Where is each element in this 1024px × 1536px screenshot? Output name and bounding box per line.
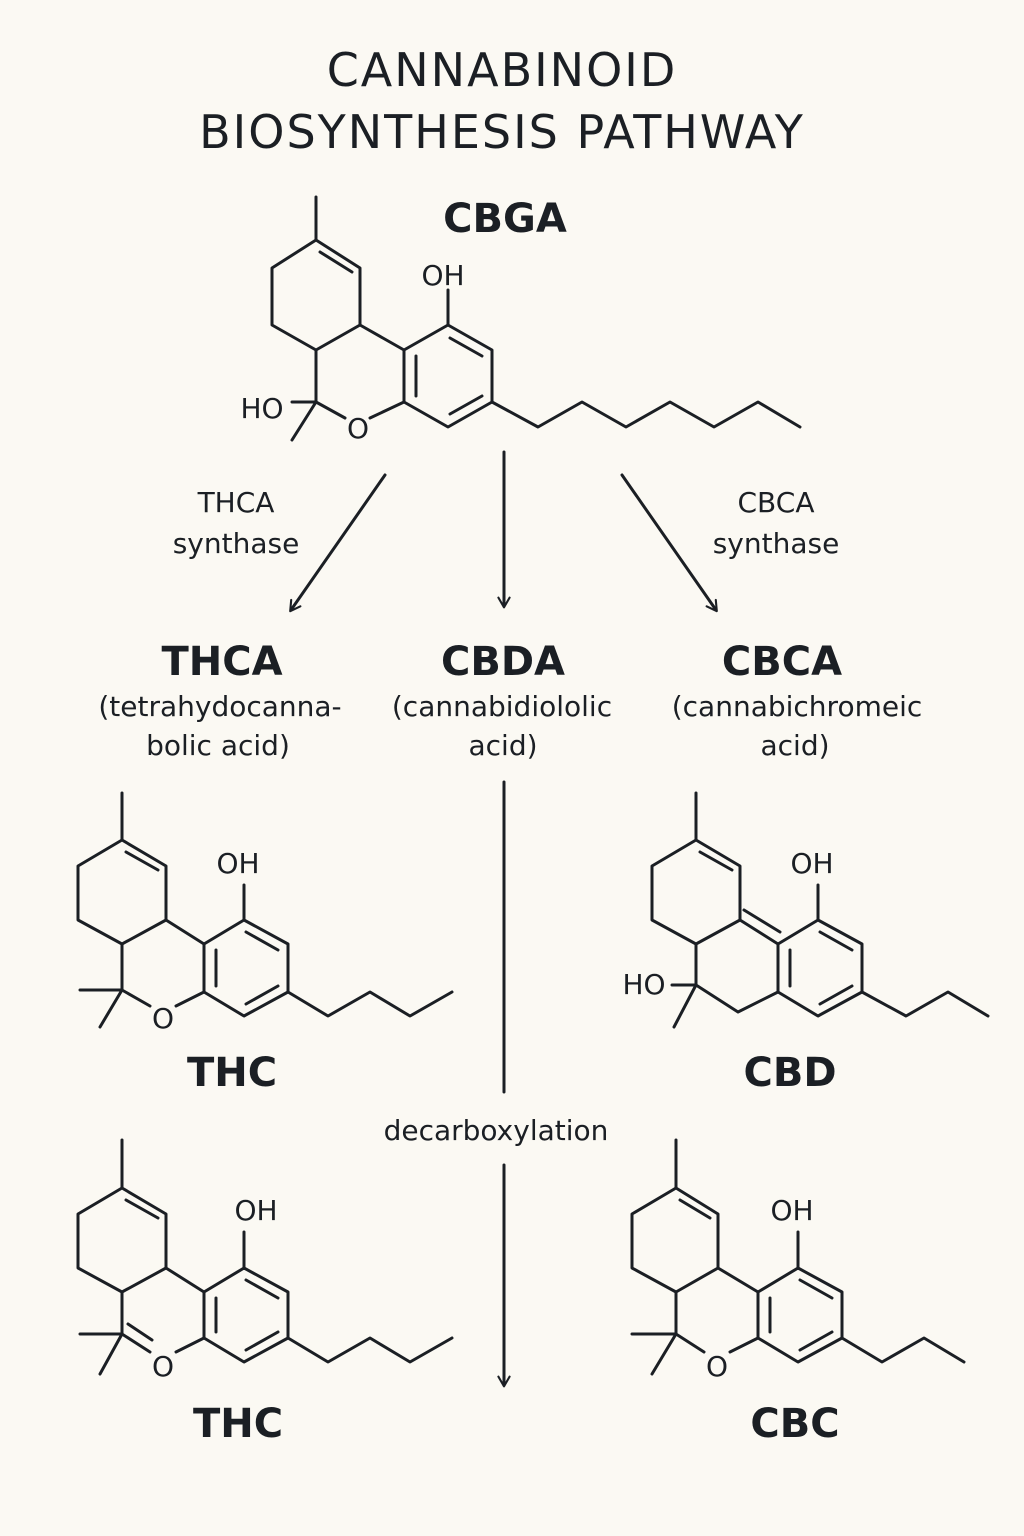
cbca-label: CBCA <box>722 639 842 685</box>
cbga-o-label: O <box>347 412 369 445</box>
cbd-oh-label: OH <box>790 847 833 880</box>
cbca-synthase-label-line1: CBCA <box>738 486 815 519</box>
cbda-label: CBDA <box>441 639 565 685</box>
cbga-oh-label: OH <box>421 259 464 292</box>
diagram-title-line1: CANNABINOID <box>327 43 678 97</box>
arrow-to-cbca <box>620 473 718 613</box>
thc-bottom-o-label: O <box>152 1350 174 1383</box>
thc-mid-label: THC <box>187 1050 277 1096</box>
thca-fullname-line2: bolic acid) <box>146 729 290 762</box>
thca-synthase-label-line2: synthase <box>173 527 300 560</box>
thc-mid-oh-label: OH <box>216 847 259 880</box>
thca-synthase-label-line1: THCA <box>197 486 275 519</box>
decarboxylation-label: decarboxylation <box>384 1114 609 1147</box>
cbc-label: CBC <box>750 1401 839 1447</box>
cbc-structure: OH O CBC <box>630 1138 966 1447</box>
cbc-o-label: O <box>706 1350 728 1383</box>
cbda-fullname-line1: (cannabidiololic <box>392 690 612 723</box>
thca-fullname-line1: (tetrahydocanna- <box>98 690 341 723</box>
thc-structure-middle: OH O THC <box>76 791 454 1096</box>
cbd-structure: OH HO CBD <box>622 791 990 1096</box>
cbca-synthase-label-line2: synthase <box>713 527 840 560</box>
arrow-to-thca <box>289 473 387 613</box>
cbga-structure: CBGA OH O HO <box>240 195 802 445</box>
cbga-ho-label: HO <box>240 392 283 425</box>
thc-mid-o-label: O <box>152 1002 174 1035</box>
cbda-fullname-line2: acid) <box>468 729 537 762</box>
cbd-label: CBD <box>743 1050 836 1096</box>
thca-label: THCA <box>161 639 282 685</box>
thc-bottom-oh-label: OH <box>234 1194 277 1227</box>
thc-bottom-label: THC <box>193 1401 283 1447</box>
cbd-ho-label: HO <box>622 968 665 1001</box>
diagram-title-line2: BIOSYNTHESIS PATHWAY <box>199 105 805 159</box>
cbga-label: CBGA <box>443 196 567 242</box>
cbc-oh-label: OH <box>770 1194 813 1227</box>
thc-structure-bottom: OH O THC <box>76 1138 454 1447</box>
cbca-fullname-line2: acid) <box>760 729 829 762</box>
cbca-fullname-line1: (cannabichromeic <box>672 690 923 723</box>
